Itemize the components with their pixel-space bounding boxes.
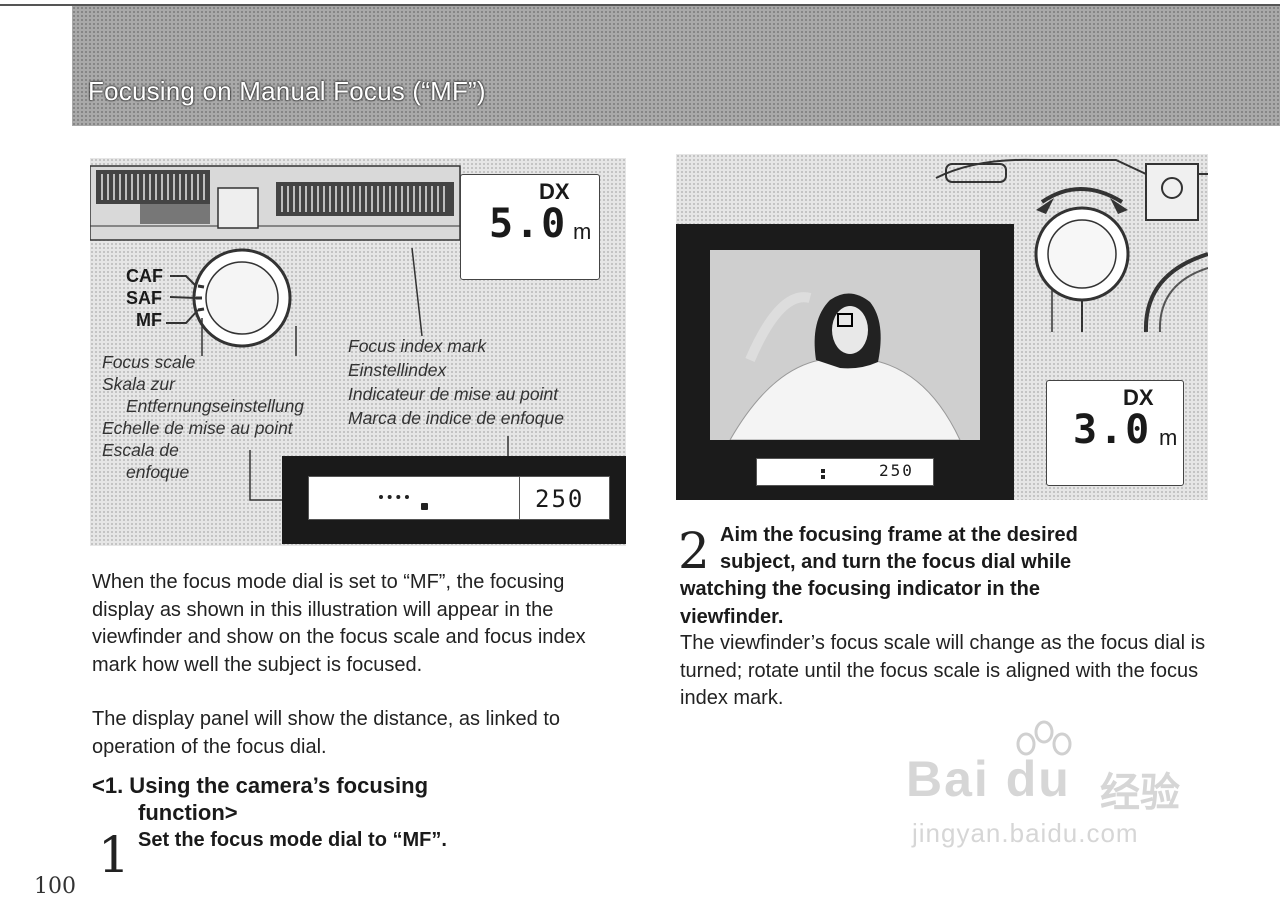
label-focus-scale-en: Focus scale [102, 352, 196, 372]
subheading-line-2: function> [138, 800, 238, 825]
subheading-line-1: <1. Using the camera’s focusing [92, 773, 429, 798]
viewfinder-display: 250 [282, 456, 626, 544]
watermark-url: jingyan.baidu.com [912, 818, 1139, 848]
header-band [72, 6, 1280, 126]
label-focus-index-en: Focus index mark [348, 336, 487, 356]
display-panel-2: DX 3.0 m [1046, 380, 1184, 486]
figure-viewfinder-photo: 250 DX 3.0 m [676, 154, 1208, 500]
viewfinder-info-strip: 250 [308, 476, 610, 520]
dx-indicator: DX [539, 179, 570, 204]
viewfinder-frame: 250 [676, 224, 1014, 500]
watermark-brand: Bai du [906, 751, 1071, 807]
figure-camera-top: DX 5.0 m CAF SAF MF Focus scale Skala zu… [90, 158, 626, 546]
dial-label-caf: CAF [126, 266, 163, 286]
viewfinder-photo [710, 250, 980, 440]
label-focus-scale-es-2: enfoque [126, 462, 190, 482]
focus-scale-indicator [379, 495, 409, 499]
step-1-number: 1 [98, 826, 130, 884]
dial-label-mf: MF [136, 310, 162, 330]
distance-readout-2: 3.0 [1073, 407, 1152, 453]
label-focus-index-fr: Indicateur de mise au point [348, 384, 559, 404]
focus-index-dots [821, 469, 825, 473]
step-1-text: Set the focus mode dial to “MF”. [138, 829, 447, 851]
display-paragraph: The display panel will show the distance… [92, 708, 561, 758]
distance-unit: m [573, 219, 592, 244]
top-rule [0, 4, 1280, 6]
viewfinder-readout: 250 [535, 485, 585, 513]
distance-unit-2: m [1159, 425, 1178, 450]
label-focus-scale-de-2: Entfernungseinstellung [126, 396, 305, 416]
label-focus-scale-fr: Echelle de mise au point [102, 418, 293, 438]
label-focus-index-es: Marca de indice de enfoque [348, 408, 564, 428]
page-title: Focusing on Manual Focus (“MF”) [88, 76, 486, 106]
watermark-chinese: 经验 [1100, 771, 1180, 815]
intro-paragraph: When the focus mode dial is set to “MF”,… [92, 571, 586, 676]
label-focus-scale-de-1: Skala zur [102, 374, 175, 394]
step-2-heading-line-3: watching the focusing indicator in the [680, 578, 1041, 600]
label-focus-scale-es-1: Escala de [102, 440, 179, 460]
strip-divider [519, 477, 520, 519]
step-2-heading-line-4: viewfinder. [680, 606, 784, 628]
step-2-number: 2 [678, 522, 710, 580]
page-number: 100 [34, 874, 76, 899]
camera-top-illustration [90, 165, 509, 501]
step-2-heading-line-2: subject, and turn the focus dial while [720, 551, 1072, 573]
focus-index-mark [421, 503, 428, 510]
watermark: Bai du 经验 jingyan.baidu.com [906, 718, 1206, 858]
paw-logo-icon [1016, 720, 1072, 756]
step-2-heading-line-1: Aim the focusing frame at the desired [720, 524, 1078, 546]
display-panel: DX 5.0 m [460, 174, 600, 280]
viewfinder-info-strip-2: 250 [756, 458, 934, 486]
dx-indicator-2: DX [1123, 385, 1154, 410]
distance-readout: 5.0 [489, 201, 568, 247]
step-2-body: The viewfinder’s focus scale will change… [680, 632, 1206, 709]
subject-photo [710, 250, 980, 440]
viewfinder-readout-2: 250 [879, 461, 914, 480]
label-focus-index-de: Einstellindex [348, 360, 447, 380]
camera-body-illustration [935, 158, 1208, 333]
dial-label-saf: SAF [126, 288, 162, 308]
